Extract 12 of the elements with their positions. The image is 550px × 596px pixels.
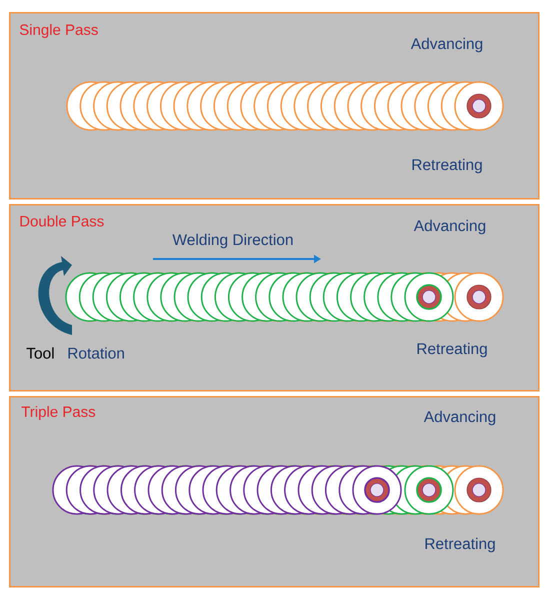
panel-heading: Triple Pass — [22, 406, 96, 420]
rotation-label: Rotation — [68, 347, 124, 359]
side-label: Advancing — [424, 410, 496, 426]
side-label: Advancing — [410, 38, 482, 52]
side-label: Retreating — [412, 158, 482, 174]
side-label: Retreating — [426, 538, 495, 552]
panel-heading: Single Pass — [20, 24, 98, 38]
side-label: Advancing — [414, 220, 486, 234]
side-label: Retreating — [418, 342, 487, 358]
panel-heading: Double Pass — [20, 216, 104, 226]
direction-label: Welding Direction — [172, 234, 293, 248]
rotation-label: Tool — [26, 347, 54, 359]
